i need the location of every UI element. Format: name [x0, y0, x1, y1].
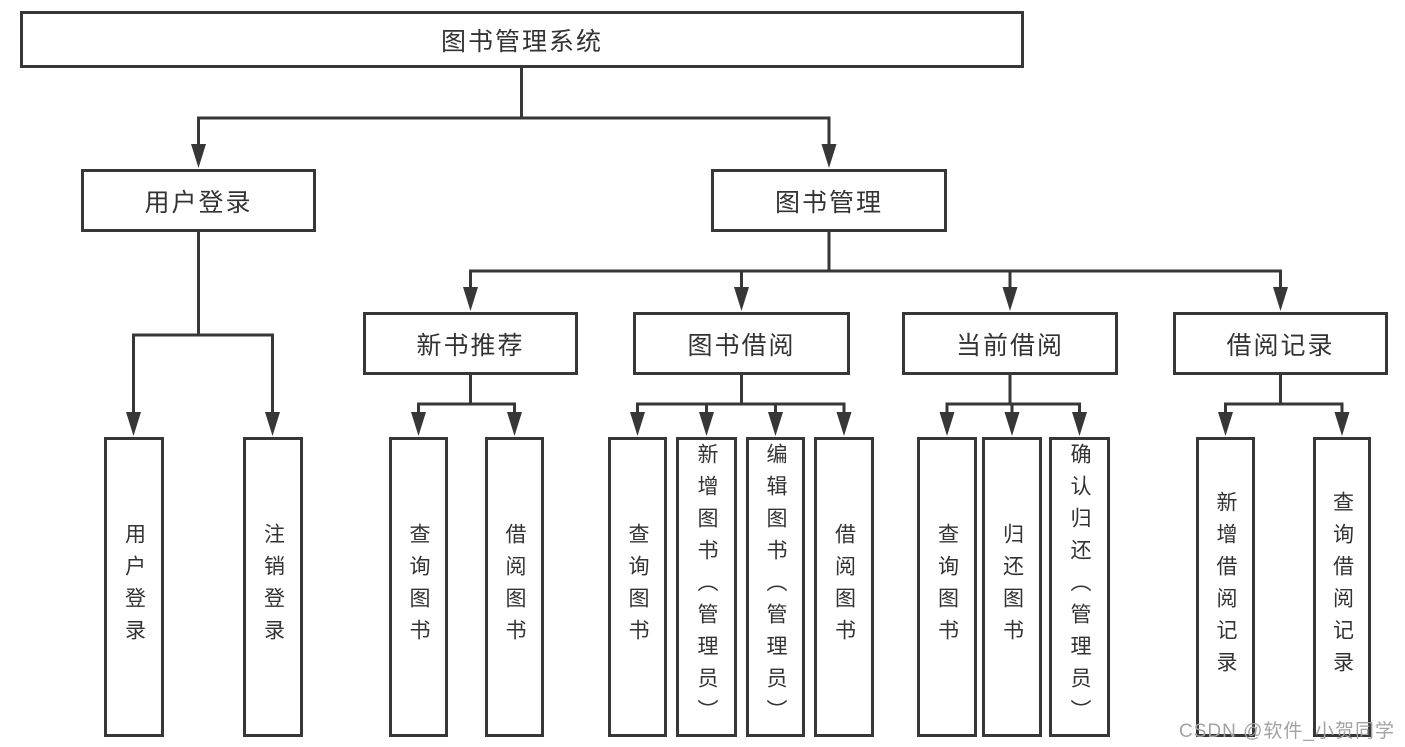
leaf-add-borrow-record: 新增借阅记录	[1196, 437, 1255, 737]
leaf-query-book-recommend: 查询图书	[389, 437, 448, 737]
node-book-management: 图书管理	[711, 169, 947, 232]
leaf-query-book-borrow: 查询图书	[608, 437, 667, 737]
leaf-query-book-current: 查询图书	[917, 437, 977, 737]
leaf-return-book: 归还图书	[982, 437, 1042, 737]
leaf-add-book-admin: 新增图书（管理员）	[676, 437, 737, 737]
csdn-watermark: CSDN @软件_小贺同学	[1179, 721, 1395, 742]
leaf-confirm-return-admin: 确认归还（管理员）	[1049, 437, 1110, 737]
node-book-borrow: 图书借阅	[633, 312, 850, 375]
leaf-borrow-book-recommend: 借阅图书	[485, 437, 544, 737]
leaf-borrow-book: 借阅图书	[814, 437, 874, 737]
node-new-book-recommend: 新书推荐	[363, 312, 578, 375]
node-root-library-system: 图书管理系统	[20, 11, 1024, 68]
node-current-borrow: 当前借阅	[902, 312, 1118, 375]
leaf-logout-login: 注销登录	[243, 437, 303, 737]
node-user-login: 用户登录	[81, 169, 316, 232]
leaf-query-borrow-record: 查询借阅记录	[1313, 437, 1371, 737]
node-borrow-record: 借阅记录	[1173, 312, 1388, 375]
leaf-edit-book-admin: 编辑图书（管理员）	[746, 437, 805, 737]
leaf-user-login: 用户登录	[104, 437, 164, 737]
